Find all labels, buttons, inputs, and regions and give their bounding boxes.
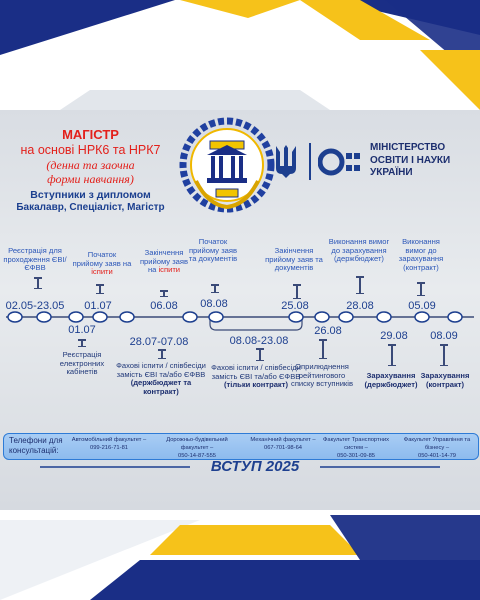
below-label-3-text: Фахові іспити / співбесіди замість ЄВІ т… [211,363,301,381]
phone-faculty-1: Автомобільний факультет – [71,437,147,443]
below-label-3-note: (тільки контракт) [224,380,288,390]
milestone-date-3: 06.08 [150,300,178,312]
ministry-logo-icon [318,148,360,176]
phone-contact-4: Факультет Транспортних систем – 050-301-… [316,437,396,460]
milestone-label-7: Виконання вимог до зарахування (контракт… [398,237,444,273]
phone-number-4: 050-301-09-85 [336,452,376,459]
phone-contact-1: Автомобільний факультет – 099-216-71-81 [68,437,150,453]
milestone-label-1: Реєстрація для проходження ЄВІ/ЄФВВ [3,246,67,273]
below-label-2-note: (держбюджет та контракт) [130,378,192,397]
milestone-label-6: Виконання вимог до зарахування (держбюдж… [328,237,390,264]
milestone-label-3-red: іспити [158,265,181,275]
below-label-2-text: Фахові іспити / співбесіди замість ЄВІ т… [116,361,206,379]
phones-label: Телефони для консультацій: [9,436,63,455]
ministry-line3: УКРАЇНИ [370,167,413,178]
below-label-3: Фахові іспити / співбесіди замість ЄВІ т… [206,363,306,390]
milestone-date-1: 02.05-23.05 [5,300,65,312]
tick-7 [417,282,425,296]
below-tick-5 [388,344,396,366]
phone-number-2: 050-14-87-555 [177,452,217,459]
below-tick-2 [158,349,166,359]
phone-faculty-2: Дорожньо-будівельний факультет – [166,437,228,451]
tick-3 [160,290,168,297]
phone-contact-3: Механічний факультет – 067-701-98-64 [242,437,324,453]
milestone-label-2: Початок прийому заяв на іспити [72,250,132,277]
below-label-5: Зарахування (держбюджет) [364,371,418,389]
below-label-6: Зарахування (контракт) [420,371,470,389]
ministry-name: МІНІСТЕРСТВО ОСВІТИ І НАУКИ УКРАЇНИ [370,142,478,180]
below-date-4: 26.08 [314,325,342,337]
tick-5 [293,284,301,299]
below-tick-3 [256,348,264,361]
phone-faculty-3: Механічний факультет – [250,437,316,443]
admission-year-title: ВСТУП 2025 [210,458,300,475]
milestone-date-6: 28.08 [346,300,374,312]
tick-4 [211,284,219,293]
below-tick-6 [440,344,448,366]
milestone-date-7: 05.09 [408,300,436,312]
study-form-line2: форми навчання) [47,171,134,186]
phone-contact-2: Дорожньо-будівельний факультет – 050-14-… [156,437,238,460]
below-label-2: Фахові іспити / співбесіди замість ЄВІ т… [116,361,206,397]
phone-faculty-5: Факультет Управління та бізнесу – [403,437,471,451]
below-label-1: Реєстрація електронних кабінетів [59,350,105,377]
ukraine-trident-icon [276,145,296,178]
tick-2 [96,284,104,294]
below-date-1: 01.07 [68,324,96,336]
below-date-6: 08.09 [430,330,458,342]
below-date-3: 08.08-23.08 [229,335,289,347]
milestone-label-2-red: іспити [91,267,113,277]
phone-faculty-4: Факультет Транспортних систем – [322,437,390,451]
program-title-block: МАГІСТР на основі НРК6 та НРК7 (денна та… [8,127,173,214]
milestone-date-2: 01.07 [84,300,112,312]
ministry-divider [309,143,311,180]
university-emblem-logo [179,117,275,213]
below-tick-4 [319,339,327,359]
milestone-label-4: Початок прийому заяв та документів [188,237,238,264]
milestone-label-3: Закінчення прийому заяв на іспити [138,248,190,275]
program-basis: на основі НРК6 та НРК7 [20,142,161,157]
applicants-line1: Вступники з дипломом [30,189,151,202]
milestone-date-5: 25.08 [281,300,309,312]
below-date-5: 29.08 [380,330,408,342]
below-tick-1 [78,339,86,347]
milestone-date-4: 08.08 [200,298,228,310]
study-form-line1: (денна та заочна [46,157,135,172]
below-date-2: 28.07-07.08 [129,336,189,348]
below-label-4: Оприлюднення рейтингового списку вступни… [291,362,353,389]
applicants-line2: Бакалавр, Спеціаліст, Магістр [16,201,165,213]
tick-1 [34,277,42,289]
milestone-label-2-text: Початок прийому заяв на [72,250,132,268]
phone-number-3: 067-701-98-64 [263,444,303,451]
consultation-phones-bar: Телефони для консультацій: Автомобільний… [3,433,479,460]
ministry-line2: ОСВІТИ І НАУКИ [370,154,451,166]
phone-number-1: 099-216-71-81 [89,444,129,451]
program-title: МАГІСТР [62,127,119,142]
phone-number-5: 050-401-14-79 [417,452,457,459]
phone-contact-5: Факультет Управління та бізнесу – 050-40… [398,437,476,460]
milestone-label-5: Закінчення прийому заяв та документів [265,246,323,273]
tick-6 [356,276,364,294]
milestone-label-3-text: Закінчення прийому заяв на [139,248,189,275]
ministry-line1: МІНІСТЕРСТВО [370,142,446,153]
